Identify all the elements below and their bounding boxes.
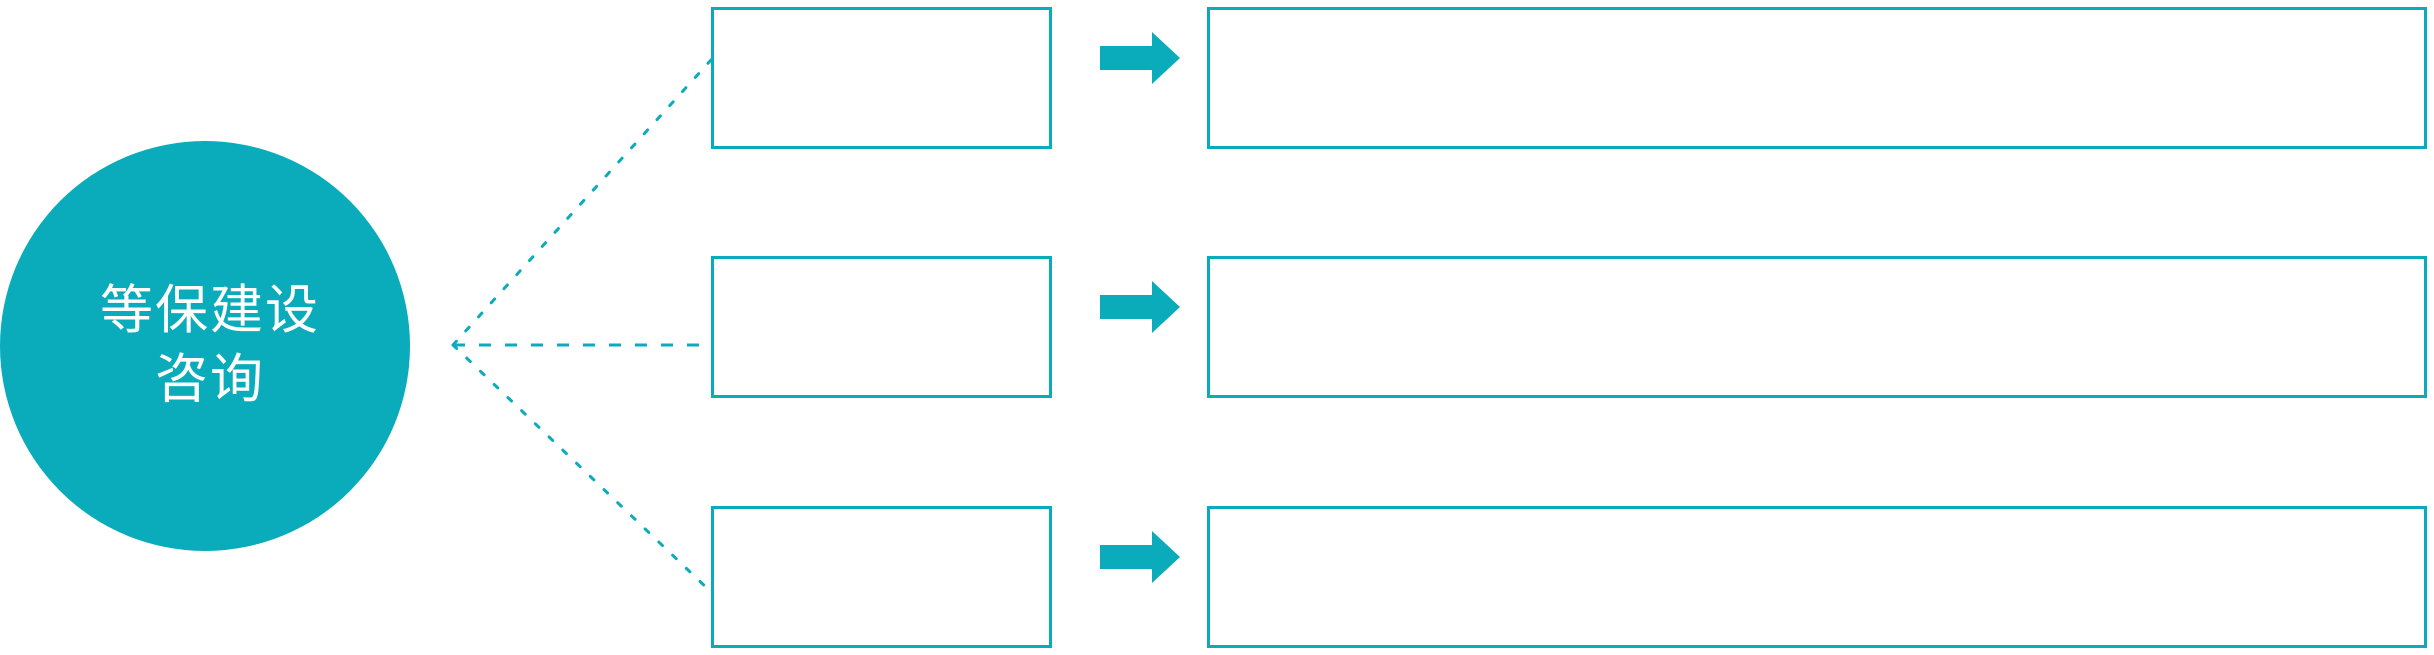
arrow-right-icon [1100, 32, 1180, 84]
hub-circle[interactable]: 等保建设 咨询 [0, 141, 410, 551]
detail-box-row-1[interactable] [1207, 7, 2427, 149]
category-box-row-3[interactable] [711, 506, 1052, 648]
arrow-right-icon [1100, 281, 1180, 333]
category-box-row-1[interactable] [711, 7, 1052, 149]
detail-box-row-2[interactable] [1207, 256, 2427, 398]
category-box-row-2[interactable] [711, 256, 1052, 398]
connector-line-row-3 [451, 343, 713, 594]
detail-box-row-3[interactable] [1207, 506, 2427, 648]
hub-label: 等保建设 咨询 [100, 281, 320, 409]
connector-line-row-1 [451, 58, 713, 347]
arrow-right-icon [1100, 531, 1180, 583]
